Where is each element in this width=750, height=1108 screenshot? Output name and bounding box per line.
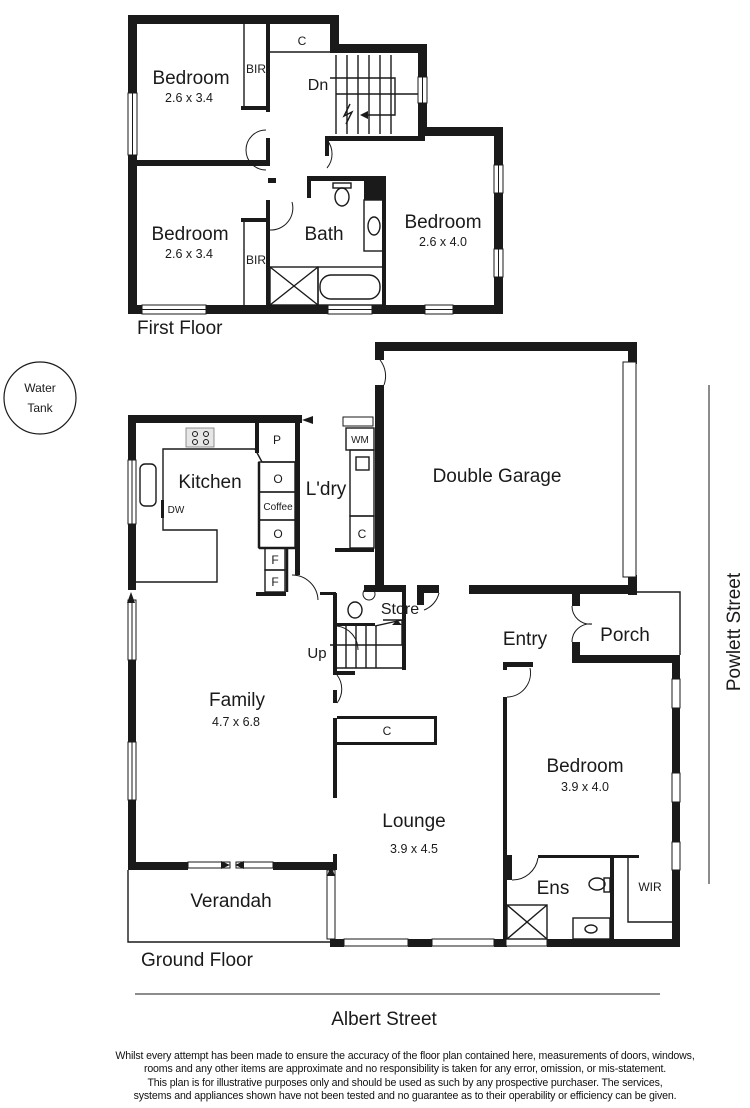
- water-tank-label-1: Water: [24, 381, 56, 395]
- room-dims-bedroom-3: 2.6 x 4.0: [419, 235, 467, 249]
- laundry-fixtures: [345, 427, 376, 619]
- cooktop-icon: [185, 427, 215, 448]
- room-dims-bedroom: 3.9 x 4.0: [561, 780, 609, 794]
- first-floor: Bedroom 2.6 x 3.4 BIR C Dn Bedroom 2.6 x…: [127, 15, 504, 339]
- label-pantry: P: [273, 433, 281, 447]
- room-label-entry: Entry: [503, 629, 548, 650]
- first-floor-stairs: [330, 55, 418, 134]
- room-label-bedroom-1: Bedroom: [152, 68, 229, 89]
- room-label-verandah: Verandah: [190, 891, 271, 912]
- sliding-door-arrows: [127, 416, 335, 876]
- label-oven-1: O: [273, 472, 282, 486]
- label-fridge-2: F: [271, 575, 278, 589]
- room-label-lounge: Lounge: [382, 811, 445, 832]
- ground-floor: Kitchen DW P O Coffee O F F L'dry WM C D…: [127, 342, 681, 971]
- kitchen-fixtures: [136, 427, 296, 593]
- room-label-porch: Porch: [600, 625, 650, 646]
- sink-icon: [139, 463, 157, 507]
- label-fridge-1: F: [271, 553, 278, 567]
- toilet-icon: [588, 877, 606, 891]
- first-floor-windows: [127, 76, 504, 315]
- label-laundry-cupboard: C: [358, 527, 367, 541]
- room-label-kitchen: Kitchen: [178, 472, 241, 493]
- bathtub-icon: [319, 274, 381, 300]
- label-dishwasher: DW: [168, 505, 185, 516]
- first-floor-title: First Floor: [137, 318, 223, 339]
- room-label-laundry: L'dry: [306, 479, 347, 500]
- room-label-bedroom-2: Bedroom: [151, 224, 228, 245]
- label-washing-machine: WM: [351, 435, 369, 446]
- label-oven-2: O: [273, 527, 282, 541]
- water-tank: Water Tank: [3, 361, 77, 435]
- water-tank-label-2: Tank: [27, 401, 53, 415]
- room-label-bedroom-3: Bedroom: [404, 212, 481, 233]
- disclaimer-line-4: systems and appliances shown have not be…: [133, 1089, 677, 1102]
- label-stairs-up: Up: [307, 645, 326, 662]
- basin-icon: [584, 924, 598, 934]
- room-label-bedroom: Bedroom: [546, 756, 623, 777]
- toilet-icon: [347, 601, 363, 619]
- albert-street-label: Albert Street: [331, 1009, 437, 1030]
- room-dims-family: 4.7 x 6.8: [212, 715, 260, 729]
- label-cupboard: C: [298, 34, 307, 48]
- room-label-family: Family: [209, 690, 265, 711]
- room-label-store: Store: [381, 601, 419, 618]
- room-dims-lounge: 3.9 x 4.5: [390, 842, 438, 856]
- room-label-bath: Bath: [304, 224, 343, 245]
- room-label-double-garage: Double Garage: [433, 466, 562, 487]
- room-dims-bedroom-1: 2.6 x 3.4: [165, 91, 213, 105]
- ensuite-fixtures: [506, 858, 672, 940]
- ground-floor-stairs: [330, 619, 403, 669]
- label-stairs-down: Dn: [308, 77, 328, 94]
- ground-floor-title: Ground Floor: [141, 950, 254, 971]
- toilet-icon: [334, 187, 350, 207]
- disclaimer-line-3: This plan is for illustrative purposes o…: [147, 1076, 663, 1089]
- powlett-street-label: Powlett Street: [724, 572, 745, 691]
- room-label-ensuite: Ens: [537, 878, 570, 899]
- room-dims-bedroom-2: 2.6 x 3.4: [165, 247, 213, 261]
- disclaimer: Whilst every attempt has been made to en…: [60, 1050, 750, 1103]
- bath-fixtures: [269, 181, 385, 306]
- disclaimer-line-2: rooms and any other items are approximat…: [143, 1063, 667, 1076]
- label-coffee: Coffee: [263, 502, 293, 513]
- streets: Albert Street Powlett Street: [135, 385, 745, 1030]
- label-wir: WIR: [638, 880, 662, 894]
- disclaimer-line-1: Whilst every attempt has been made to en…: [115, 1050, 695, 1062]
- label-hall-cupboard: C: [383, 724, 392, 738]
- basin-icon: [367, 216, 381, 236]
- ground-floor-doors: [291, 359, 593, 881]
- label-bir-2: BIR: [246, 253, 266, 267]
- label-bir-1: BIR: [246, 62, 266, 76]
- first-floor-doors: [245, 129, 333, 231]
